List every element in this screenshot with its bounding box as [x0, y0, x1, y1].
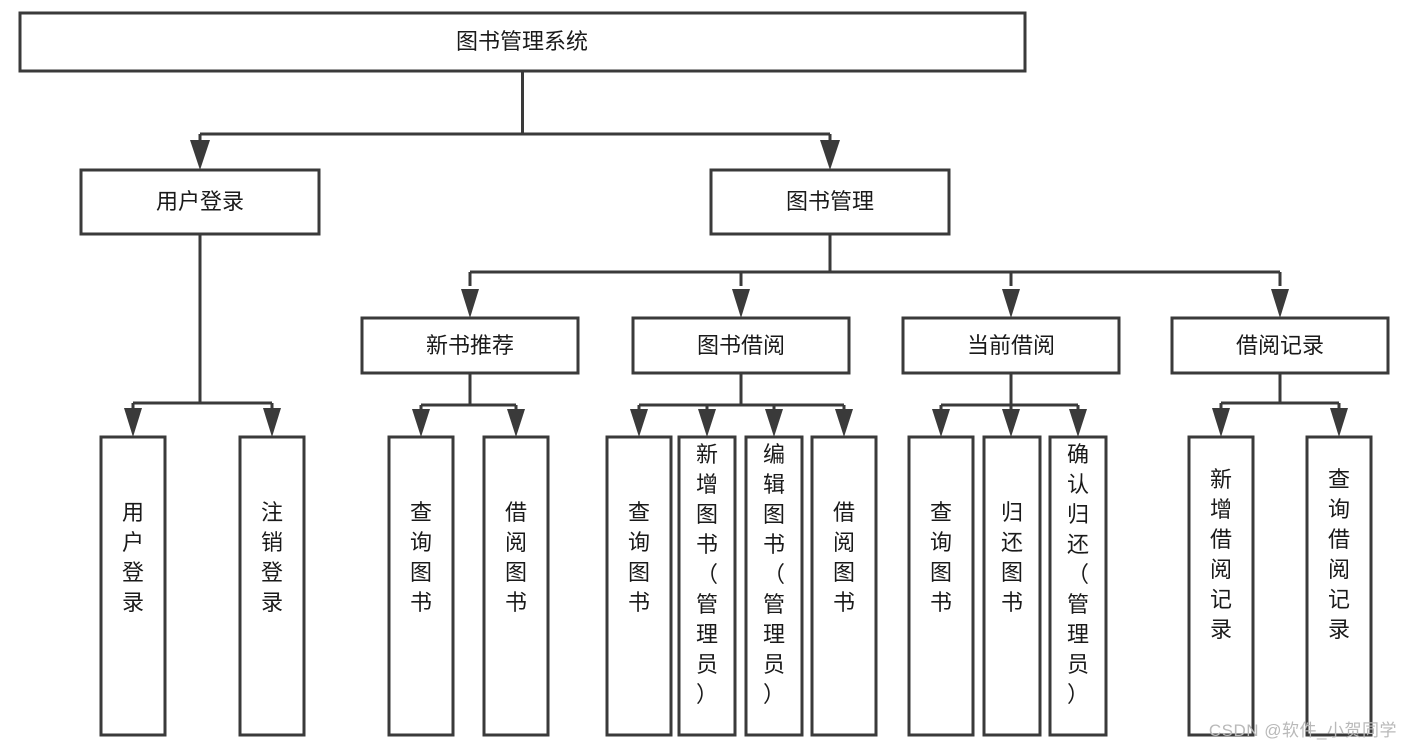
node-book-borrow-box[interactable] [631, 316, 851, 375]
leaf-logout-box[interactable] [238, 435, 306, 737]
arrow-to-borrow-record [1271, 289, 1289, 318]
leaf-query-book-borrow-box[interactable] [605, 435, 673, 737]
leaf-query-borrow-record-box[interactable] [1305, 435, 1373, 737]
leaf-confirm-return-admin-label: 确认归还（管理员） [1067, 442, 1089, 707]
leaf-query-book-current[interactable]: 查询图书 [907, 435, 975, 737]
leaf-logout[interactable]: 注销登录 [238, 435, 306, 737]
arrow-to-leaf-borrow-book-b [835, 409, 853, 437]
leaf-add-book-admin-label: 新增图书（管理员） [696, 442, 718, 707]
arrow-to-leaf-borrow-book-a [507, 409, 525, 437]
leaf-query-book-newbook[interactable]: 查询图书 [387, 435, 455, 737]
leaf-edit-book-admin-box[interactable] [744, 435, 804, 737]
leaf-query-book-newbook-label: 查询图书 [410, 500, 432, 615]
node-root-system[interactable]: 图书管理系统 [18, 11, 1027, 73]
leaf-borrow-book-borrow-label: 借阅图书 [833, 500, 855, 615]
arrow-to-leaf-logout [263, 408, 281, 437]
leaf-borrow-book-newbook-box[interactable] [482, 435, 550, 737]
arrow-to-current-borrow [1002, 289, 1020, 318]
node-root-system-box[interactable] [18, 11, 1027, 73]
arrow-to-new-book-rec [461, 289, 479, 318]
leaf-edit-book-admin[interactable]: 编辑图书（管理员） [744, 435, 804, 737]
leaf-add-borrow-record-label: 新增借阅记录 [1210, 467, 1232, 642]
leaf-query-book-borrow-label: 查询图书 [628, 500, 650, 615]
arrow-to-leaf-query-book-c [932, 409, 950, 437]
arrow-to-leaf-edit-book [765, 409, 783, 437]
leaf-return-book-label: 归还图书 [1001, 500, 1023, 615]
leaf-add-book-admin-box[interactable] [677, 435, 737, 737]
node-book-borrow-label: 图书借阅 [697, 333, 785, 358]
leaf-add-borrow-record-box[interactable] [1187, 435, 1255, 737]
leaf-borrow-book-borrow-box[interactable] [810, 435, 878, 737]
leaf-query-book-current-box[interactable] [907, 435, 975, 737]
arrow-to-leaf-user-login [124, 408, 142, 437]
node-user-login[interactable]: 用户登录 [79, 168, 321, 236]
arrow-to-book-borrow [732, 289, 750, 318]
leaf-edit-book-admin-label: 编辑图书（管理员） [763, 442, 785, 707]
node-book-management-label: 图书管理 [786, 189, 874, 214]
node-new-book-recommend-label: 新书推荐 [426, 333, 514, 358]
leaf-borrow-book-newbook[interactable]: 借阅图书 [482, 435, 550, 737]
node-user-login-label: 用户登录 [156, 189, 244, 214]
node-book-management[interactable]: 图书管理 [709, 168, 951, 236]
leaf-return-book-box[interactable] [982, 435, 1042, 737]
leaf-user-login[interactable]: 用户登录 [99, 435, 167, 737]
node-book-borrow[interactable]: 图书借阅 [631, 316, 851, 375]
arrow-to-leaf-add-record [1212, 408, 1230, 437]
leaf-borrow-book-borrow[interactable]: 借阅图书 [810, 435, 878, 737]
arrow-to-leaf-confirm-return [1069, 409, 1087, 437]
node-new-book-recommend[interactable]: 新书推荐 [360, 316, 580, 375]
arrow-to-leaf-query-book-a [412, 409, 430, 437]
leaf-user-login-box[interactable] [99, 435, 167, 737]
leaf-confirm-return-admin[interactable]: 确认归还（管理员） [1048, 435, 1108, 737]
node-current-borrow-label: 当前借阅 [967, 333, 1055, 358]
leaf-add-borrow-record[interactable]: 新增借阅记录 [1187, 435, 1255, 737]
node-current-borrow-box[interactable] [901, 316, 1121, 375]
node-new-book-recommend-box[interactable] [360, 316, 580, 375]
leaf-return-book[interactable]: 归还图书 [982, 435, 1042, 737]
leaf-confirm-return-admin-box[interactable] [1048, 435, 1108, 737]
leaf-borrow-book-newbook-label: 借阅图书 [505, 500, 527, 615]
leaf-query-book-newbook-box[interactable] [387, 435, 455, 737]
node-root-system-label: 图书管理系统 [456, 29, 588, 54]
leaf-add-book-admin[interactable]: 新增图书（管理员） [677, 435, 737, 737]
arrow-to-book-mgmt [820, 140, 840, 170]
leaf-query-borrow-record[interactable]: 查询借阅记录 [1305, 435, 1373, 737]
leaf-query-book-current-label: 查询图书 [930, 500, 952, 615]
leaf-user-login-label: 用户登录 [122, 500, 144, 615]
arrow-to-leaf-query-book-b [630, 409, 648, 437]
node-borrow-record-box[interactable] [1170, 316, 1390, 375]
arrow-to-leaf-query-record [1330, 408, 1348, 437]
arrow-to-user-login [190, 140, 210, 170]
leaf-logout-label: 注销登录 [261, 500, 283, 615]
connector-layer [124, 71, 1348, 437]
node-user-login-box[interactable] [79, 168, 321, 236]
node-borrow-record-label: 借阅记录 [1236, 333, 1324, 358]
arrow-to-leaf-return-book [1002, 409, 1020, 437]
node-borrow-record[interactable]: 借阅记录 [1170, 316, 1390, 375]
arrow-to-leaf-add-book [698, 409, 716, 437]
node-current-borrow[interactable]: 当前借阅 [901, 316, 1121, 375]
leaf-query-borrow-record-label: 查询借阅记录 [1328, 467, 1350, 642]
leaf-query-book-borrow[interactable]: 查询图书 [605, 435, 673, 737]
node-book-management-box[interactable] [709, 168, 951, 236]
